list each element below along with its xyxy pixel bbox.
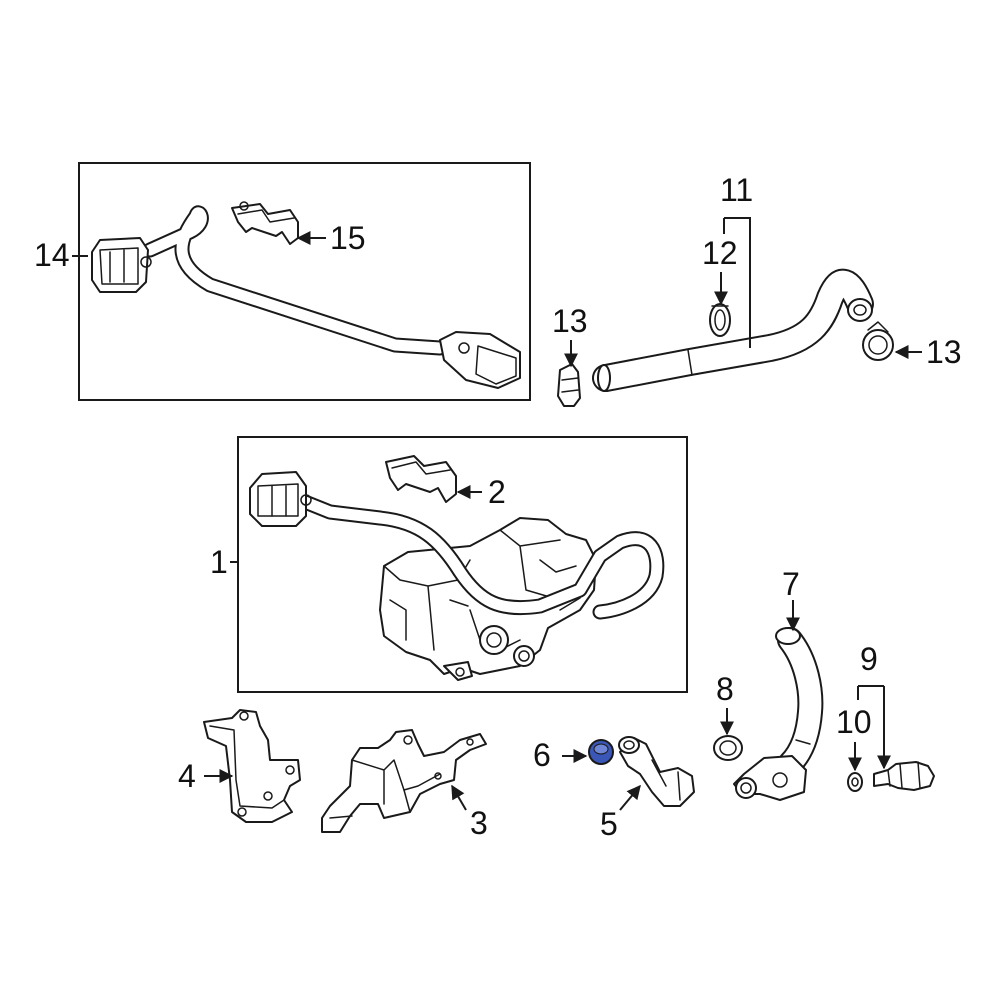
module-connector[interactable] (249, 471, 312, 527)
bracket-small[interactable] (203, 709, 301, 823)
coolant-pipe-housing[interactable] (733, 627, 824, 801)
o-ring-highlighted[interactable] (588, 739, 614, 765)
hose-clamp-lower[interactable] (713, 735, 743, 761)
callout-labels: 1 2 3 4 5 6 7 8 9 10 11 12 13 13 14 15 (34, 172, 962, 842)
callout-2: 2 (488, 474, 506, 510)
module-box (237, 436, 688, 693)
module-assembly-group (237, 436, 688, 693)
harness-box (78, 162, 531, 401)
hose-clamp-right[interactable] (862, 321, 894, 361)
washer[interactable] (847, 772, 863, 792)
coolant-hose[interactable] (592, 269, 874, 392)
callout-6: 6 (533, 737, 551, 773)
coolant-fitting[interactable] (618, 736, 695, 807)
wiring-harness-assembly-group (78, 162, 531, 401)
callout-5: 5 (600, 806, 618, 842)
bracket-large[interactable] (321, 729, 487, 833)
callout-10: 10 (836, 704, 872, 740)
hose-clamp-small[interactable] (709, 303, 731, 337)
callout-12: 12 (702, 235, 738, 271)
hose-clamp-left[interactable] (557, 363, 581, 407)
hose-assembly-group (557, 269, 894, 407)
callout-7: 7 (782, 566, 800, 602)
callout-13-right: 13 (926, 334, 962, 370)
callout-11: 11 (720, 172, 753, 208)
callout-4: 4 (178, 758, 196, 794)
module-cable (292, 492, 665, 620)
callout-1: 1 (210, 544, 228, 580)
callout-3: 3 (470, 805, 488, 841)
module-clip[interactable] (385, 455, 457, 503)
callout-15: 15 (330, 220, 366, 256)
harness-connector-right[interactable] (439, 331, 521, 389)
harness-clip[interactable] (231, 201, 299, 245)
harness-cable (142, 205, 448, 356)
temperature-sensor[interactable] (873, 761, 935, 791)
callout-8: 8 (716, 671, 734, 707)
callout-13-left: 13 (552, 303, 588, 339)
callout-14: 14 (34, 237, 70, 273)
leader-lines (72, 217, 922, 811)
callout-9: 9 (860, 641, 878, 677)
harness-connector-left[interactable] (91, 237, 152, 293)
